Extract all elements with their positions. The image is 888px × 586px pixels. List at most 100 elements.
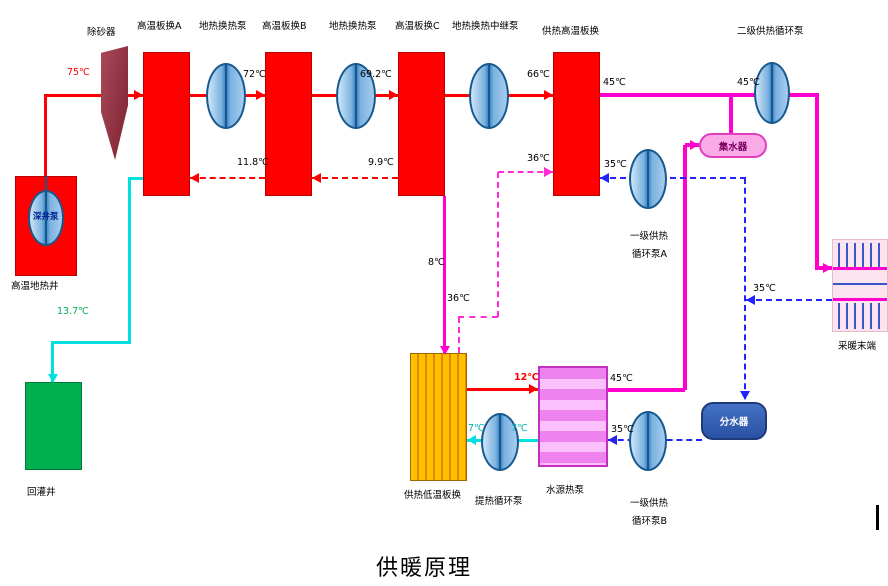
arrow-into-collector [690,140,699,150]
radiator-supply-pipe [833,267,887,270]
temp-after-b: 69.2℃ [360,69,392,80]
temp-wshp-hot-inlet: 12℃ [514,372,539,383]
pipe-wshp-riser [683,145,687,390]
temp-wshp-supply: 45℃ [610,373,633,384]
arrow-into-lt [440,346,450,355]
temp-hs-return: 35℃ [604,159,627,170]
lt-exchanger-label: 供热低温板换 [404,490,462,501]
pipe-return-b-to-a [190,177,265,179]
arrow-terminal-return [746,295,755,305]
pipe-wshp-out [608,388,685,392]
sand-remover-label: 除砂器 [87,27,116,38]
arrow-return-into-wshp [608,435,617,445]
lift-pump [481,413,519,471]
relay-pump-label: 地热换热中继泵 [452,21,519,32]
radiator-middle-pipe [833,283,887,285]
arrow-return-into-a [190,173,199,183]
distributor-label: 分水器 [719,417,749,428]
temp-wshp-return: 35℃ [611,424,634,435]
pipe-return-main [744,178,746,399]
secondary-pump-label: 二级供热循环泵 [737,26,804,37]
arrow-lt-into-hs [544,167,553,177]
temp-lt-return-right: 7℃ [511,423,528,434]
temp-well-out: 75℃ [67,67,90,78]
pipe-cyan-drop [128,177,131,344]
temp-lt-inlet: 8℃ [428,257,445,268]
arrow-into-wshp-hot [529,384,538,394]
sand-remover [101,46,128,160]
arrow-cold-into-lt [467,435,476,445]
temp-lt-return-left: 7℃ [468,423,485,434]
arrow-return-into-hs [600,173,609,183]
geothermal-pump-1 [206,63,246,129]
collector-label: 集水器 [718,141,748,153]
pipe-lt-run [458,316,498,318]
primary-heating-pump-a [629,149,667,209]
relay-pump [469,63,509,129]
exchanger-b-label: 高温板换B [262,21,307,32]
deep-well-pump [28,190,64,246]
wshp-label: 水源热泵 [546,485,585,496]
heating-terminal [832,239,888,332]
primary-pump-a-label-2: 循环泵A [632,249,667,260]
pipe-lt-up-2 [497,172,499,317]
exchanger-a [143,52,190,196]
exchanger-b [265,52,312,196]
arrow-into-b [256,90,265,100]
stray-mark [876,505,879,530]
pipe-lt-up-1 [458,317,460,353]
radiator-return-pipe [833,298,887,301]
diagram-title: 供暖原理 [375,555,472,580]
hs-exchanger [553,52,600,196]
pipe-cyan-run [51,341,131,344]
temp-after-c: 66℃ [527,69,550,80]
reinjection-well [25,382,82,470]
temp-after-a: 72℃ [243,69,266,80]
primary-heating-pump-b [629,411,667,471]
temp-return-to-a: 11.8℃ [237,157,269,168]
deep-well-pump-label: 深井泵 [33,212,59,222]
distributor: 分水器 [701,402,767,440]
primary-pump-b-label-1: 一级供热 [630,498,669,509]
pipe-collector-stub [729,95,733,133]
deep-well-pump-stub [45,176,47,192]
geothermal-pump-2-label: 地热换热泵 [329,21,377,32]
exchanger-a-label: 高温板换A [137,21,182,32]
arrow-into-a [134,90,143,100]
temp-return-to-b: 9.9℃ [368,157,394,168]
pipe-c-to-lt [443,196,446,354]
arrow-into-c [389,90,398,100]
arrow-return-into-b [312,173,321,183]
temp-terminal-return: 35℃ [753,283,776,294]
pipe-cyan-to-reinjection [51,341,54,382]
pipe-supply-drop [815,93,819,268]
arrow-into-terminal [823,263,832,273]
pipe-return-c-to-b [312,177,398,179]
lt-exchanger [410,353,467,481]
temp-lt-outlet: 36℃ [447,293,470,304]
temp-hs-cold-inlet: 36℃ [527,153,550,164]
exchanger-c [398,52,445,196]
temp-reinjection: 13.7℃ [57,306,89,317]
hs-exchanger-label: 供热高温板换 [542,26,600,37]
collector: 集水器 [699,133,767,158]
geothermal-pump-1-label: 地热换热泵 [199,21,247,32]
pipe-terminal-return [746,299,832,301]
arrow-into-distributor [740,391,750,400]
exchanger-c-label: 高温板换C [395,21,440,32]
geothermal-pump-2 [336,63,376,129]
pipe-well-to-a [44,94,143,97]
reinjection-well-label: 回灌井 [27,487,56,498]
pipe-a-out-cyan [128,177,144,180]
pipe-hs-supply [600,93,819,97]
pipe-lt-to-hs [498,171,553,173]
lift-pump-label: 提热循环泵 [475,496,523,507]
terminal-label: 采暖末端 [838,341,877,352]
well-label: 高温地热井 [11,281,59,292]
temp-secondary-pump-inlet: 45℃ [737,77,760,88]
arrow-into-hs [544,90,553,100]
secondary-heating-pump [754,62,790,124]
pipe-lt-to-wshp-hot [467,388,538,391]
pipe-well-riser [44,95,47,177]
